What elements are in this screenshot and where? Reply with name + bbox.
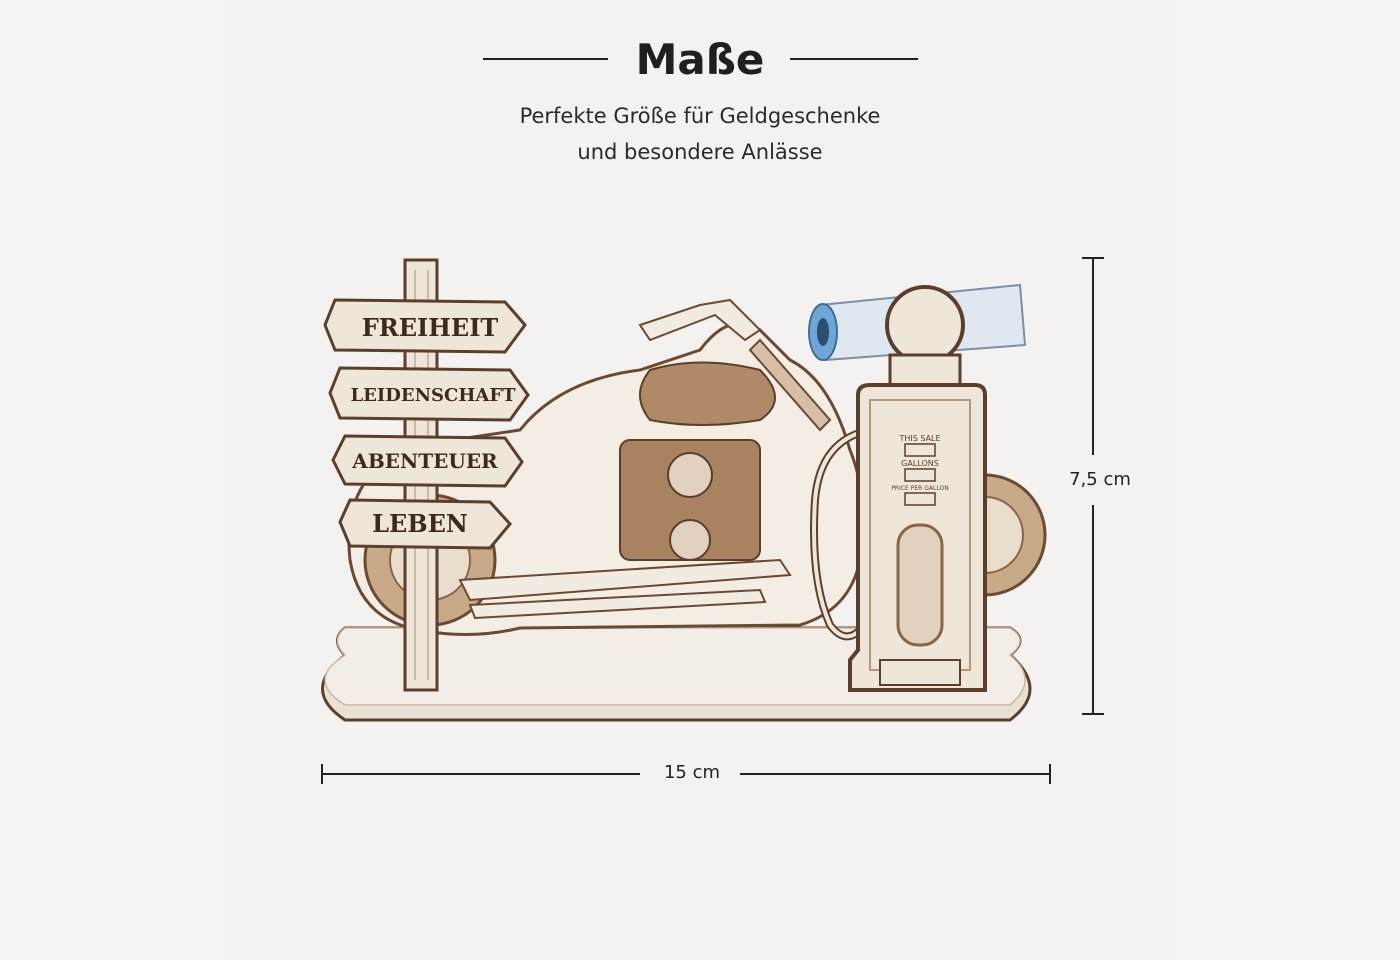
title-rule-right [790, 58, 918, 60]
subtitle-line-2: und besondere Anlässe [577, 140, 823, 164]
width-dimension-line [321, 764, 1051, 784]
sign-label: LEBEN [372, 509, 468, 538]
pump-label-gallons: GALLONS [901, 459, 939, 468]
signpost: FREIHEIT LEIDENSCHAFT ABENTEUER LEBEN [323, 258, 530, 692]
sign-abenteuer: ABENTEUER [331, 434, 524, 488]
page-title: Maße [635, 35, 765, 84]
sign-leidenschaft: LEIDENSCHAFT [328, 366, 530, 422]
height-dimension-line [1082, 257, 1104, 715]
pump-label-price: PRICE PER GALLON [891, 485, 948, 492]
sign-label: ABENTEUER [351, 449, 498, 473]
sign-label: LEIDENSCHAFT [350, 385, 516, 406]
title-row: Maße [0, 30, 1400, 90]
subtitle: Perfekte Größe für Geldgeschenke und bes… [0, 98, 1400, 170]
width-label: 15 cm [663, 762, 721, 783]
sign-label: FREIHEIT [362, 313, 499, 342]
sign-leben: LEBEN [338, 498, 512, 550]
height-label: 7,5 cm [1069, 469, 1131, 490]
sign-freiheit: FREIHEIT [323, 298, 527, 354]
pump-label-this-sale: THIS SALE [898, 434, 940, 443]
subtitle-line-1: Perfekte Größe für Geldgeschenke [519, 104, 881, 128]
gas-pump: THIS SALE GALLONS PRICE PER GALLON [810, 285, 987, 692]
title-rule-left [483, 58, 608, 60]
